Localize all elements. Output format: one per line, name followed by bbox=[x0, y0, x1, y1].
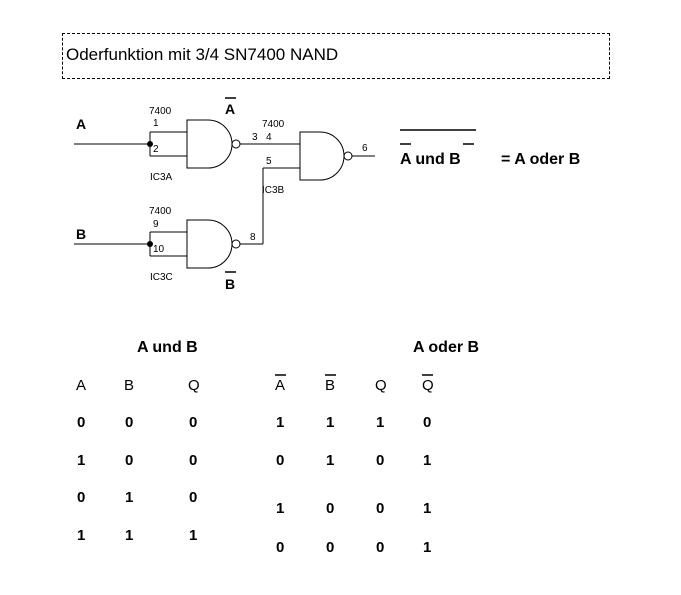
title-frame: Oderfunktion mit 3/4 SN7400 NAND bbox=[62, 33, 610, 79]
input-b-label: B bbox=[76, 226, 86, 242]
table-cell: 1 bbox=[376, 414, 384, 431]
table-cell: 0 bbox=[376, 452, 384, 469]
circuit-wiring bbox=[74, 119, 375, 269]
gate1-inversion-bubble bbox=[231, 139, 241, 149]
table-cell: 0 bbox=[189, 452, 197, 469]
page-title: Oderfunktion mit 3/4 SN7400 NAND bbox=[66, 45, 339, 64]
column-header: A bbox=[76, 377, 86, 394]
gate3-pin9-label: 9 bbox=[153, 219, 159, 230]
gate1-pin1-label: 1 bbox=[153, 118, 159, 129]
table-cell: 0 bbox=[189, 414, 197, 431]
gate3-inversion-bubble bbox=[231, 239, 241, 249]
column-header: A bbox=[275, 377, 285, 394]
gate2-inversion-bubble bbox=[343, 151, 353, 161]
table-cell: 1 bbox=[423, 452, 431, 469]
table-cell: 0 bbox=[326, 539, 334, 556]
table-cell: 0 bbox=[77, 489, 85, 506]
gate3-pin10-label: 10 bbox=[153, 244, 165, 255]
junction-dot-a bbox=[147, 141, 153, 147]
table-cell: 1 bbox=[77, 527, 85, 544]
table-cell: 1 bbox=[276, 414, 284, 431]
table-cell: 1 bbox=[423, 500, 431, 517]
nand-gate-ic3b bbox=[299, 131, 345, 181]
gate2-pin3-label: 3 bbox=[252, 132, 258, 143]
table-cell: 0 bbox=[189, 489, 197, 506]
table-cell: 1 bbox=[423, 539, 431, 556]
table-cell: 1 bbox=[326, 414, 334, 431]
table-cell: 1 bbox=[276, 500, 284, 517]
table-cell: 1 bbox=[326, 452, 334, 469]
table-cell: 0 bbox=[125, 452, 133, 469]
table-cell: 1 bbox=[125, 527, 133, 544]
gate2-pin4-label: 4 bbox=[266, 132, 272, 143]
table-cell: 0 bbox=[276, 539, 284, 556]
column-header: Q bbox=[375, 377, 387, 394]
nand-gate-ic3c bbox=[186, 219, 233, 269]
table-cell: 0 bbox=[326, 500, 334, 517]
table-cell: 0 bbox=[276, 452, 284, 469]
table-cell: 0 bbox=[423, 414, 431, 431]
table-cell: 0 bbox=[376, 539, 384, 556]
table-cell: 1 bbox=[77, 452, 85, 469]
input-a-label: A bbox=[76, 116, 86, 132]
table-cell: 1 bbox=[125, 489, 133, 506]
table-und: A B Q 0 0 0 1 0 0 0 1 0 1 1 1 bbox=[76, 377, 200, 544]
table-cell: 0 bbox=[125, 414, 133, 431]
gate3-chip-label: IC3C bbox=[150, 272, 173, 283]
equation-left: A und B bbox=[400, 151, 461, 168]
gate2-pin5-label: 5 bbox=[266, 156, 272, 167]
gate3-part-label: 7400 bbox=[149, 206, 172, 217]
table-und-heading: A und B bbox=[137, 339, 198, 356]
not-b-label: B bbox=[225, 276, 235, 292]
gate2-pin6-label: 6 bbox=[362, 143, 368, 154]
gate1-pin2-label: 2 bbox=[153, 144, 159, 155]
gate1-part-label: 7400 bbox=[149, 106, 172, 117]
junction-dot-b bbox=[147, 241, 153, 247]
column-header: Q bbox=[188, 377, 200, 394]
gate2-part-label: 7400 bbox=[262, 119, 285, 130]
table-oder-heading: A oder B bbox=[413, 339, 479, 356]
nand-gate-ic3a bbox=[186, 119, 233, 169]
table-oder: A B Q Q 1 1 1 0 0 1 0 1 1 0 0 1 0 0 0 1 bbox=[275, 374, 434, 556]
equation-right: = A oder B bbox=[501, 151, 580, 168]
not-a-label: A bbox=[225, 101, 235, 117]
gate1-chip-label: IC3A bbox=[150, 172, 173, 183]
table-cell: 1 bbox=[189, 527, 197, 544]
column-header: B bbox=[325, 377, 335, 394]
junction-dots bbox=[147, 141, 153, 247]
table-cell: 0 bbox=[376, 500, 384, 517]
table-cell: 0 bbox=[77, 414, 85, 431]
column-header: B bbox=[124, 377, 134, 394]
gate3-pin8-label: 8 bbox=[250, 232, 256, 243]
column-header: Q bbox=[422, 377, 434, 394]
gate2-chip-label: IC3B bbox=[262, 185, 285, 196]
